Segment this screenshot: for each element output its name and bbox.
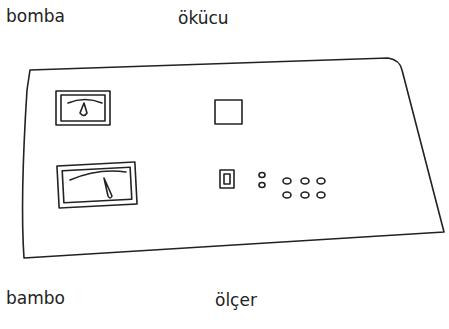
part-label: ölçer (215, 292, 257, 309)
part-label: bomba (6, 8, 65, 25)
gauge-arc (68, 100, 102, 104)
gauge-face (61, 95, 105, 121)
switch-lever (224, 174, 230, 184)
gauge-box (56, 91, 110, 125)
gauge-needle (104, 178, 112, 198)
gauge-arc (70, 171, 126, 180)
switch (220, 170, 234, 188)
buttons (259, 173, 325, 199)
gauge-box (57, 162, 137, 208)
part-label: ökücu (178, 10, 229, 27)
display-square (215, 100, 242, 124)
gauge-needle (80, 103, 87, 116)
gauge-face (62, 167, 132, 203)
panel-outline (23, 58, 444, 258)
part-label: bambo (6, 290, 65, 307)
